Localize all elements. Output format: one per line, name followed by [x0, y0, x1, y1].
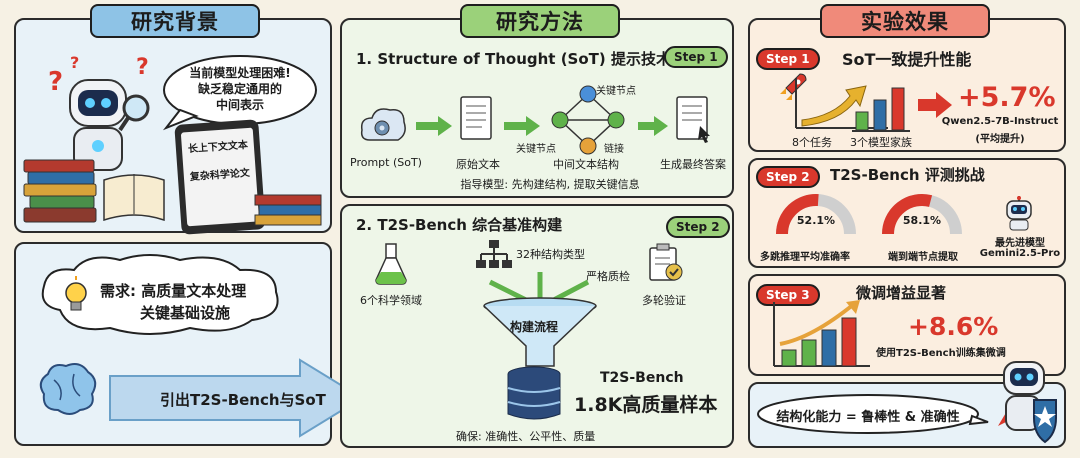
- sot-heading: 1. Structure of Thought (SoT) 提示技术: [356, 50, 671, 68]
- bar-chart-icon: [852, 87, 910, 132]
- result2-step-badge: Step 2: [756, 166, 820, 188]
- funnel-label: 构建流程: [510, 320, 559, 334]
- result3-heading: 微调增益显著: [856, 284, 947, 302]
- brain-icon: [39, 363, 97, 415]
- build-funnel: [483, 272, 597, 367]
- result1-gain: +5.7%: [958, 82, 1056, 113]
- method-title: 研究方法: [460, 4, 620, 38]
- lightbulb-icon: [65, 276, 87, 311]
- speech-line-2: 缺乏稳定通用的: [197, 82, 282, 96]
- gauge1-value: 52.1%: [796, 214, 836, 227]
- gauge2-value: 58.1%: [902, 214, 942, 227]
- growth-bar-chart-icon: [773, 300, 870, 367]
- conclusion-bubble: [757, 394, 989, 434]
- flask-icon: [375, 243, 407, 285]
- lead-arrow-label: 引出T2S-Bench与SoT: [160, 391, 326, 409]
- results-title: 实验效果: [820, 4, 990, 38]
- types-label: 32种结构类型: [516, 248, 585, 261]
- gauge2-fill: [882, 194, 933, 235]
- rise-chart-icon: [795, 78, 888, 129]
- open-book-illustration: [254, 194, 322, 226]
- lead-arrow: [109, 358, 364, 438]
- structure-label: 中间文本结构: [553, 158, 619, 171]
- conclusion-text: 结构化能力 = 鲁棒性 & 准确性: [776, 410, 960, 425]
- key-node-top-label: 关键节点: [596, 86, 636, 97]
- result3-step-badge: Step 3: [756, 284, 820, 306]
- result2-heading: T2S-Bench 评测挑战: [830, 166, 985, 184]
- book-stack-illustration: [23, 159, 165, 223]
- structure-graph-icon: [551, 85, 625, 155]
- prompt-gear-icon: [360, 108, 406, 141]
- arrow-2: [504, 116, 540, 136]
- robot-illustration: ? ? ?: [48, 53, 150, 171]
- sot-step-badge: Step 1: [664, 46, 728, 68]
- gauge2-label: 端到端节点提取: [888, 252, 958, 263]
- families-label: 3个模型家族: [850, 136, 912, 149]
- link-label: 链接: [604, 144, 624, 155]
- need-cloud: [41, 254, 279, 335]
- domains-label: 6个科学领域: [360, 294, 422, 307]
- svg-text:?: ?: [136, 55, 149, 80]
- need-line-1: 需求: 高质量文本处理: [100, 282, 247, 300]
- gauge-multihop: [776, 194, 856, 235]
- gauge-extraction: [882, 194, 962, 235]
- speech-line-3: 中间表示: [215, 98, 264, 112]
- background-title: 研究背景: [90, 4, 260, 38]
- result1-model: Qwen2.5-7B-Instruct: [941, 116, 1059, 127]
- gauge1-label: 多跳推理平均准确率: [760, 252, 850, 263]
- bench-step-badge: Step 2: [666, 216, 730, 238]
- arrow-3: [638, 116, 668, 136]
- gain-arrow-1: [918, 92, 952, 118]
- gauge1-fill: [776, 194, 819, 235]
- result1-model-note: (平均提升): [975, 134, 1025, 145]
- hierarchy-icon: [476, 240, 512, 268]
- verify-label: 多轮验证: [642, 294, 686, 307]
- svg-text:?: ?: [48, 67, 63, 97]
- database-icon: [507, 366, 561, 420]
- speech-bubble: [162, 55, 317, 131]
- result1-step-badge: Step 1: [756, 48, 820, 70]
- raw-text-document-icon: [460, 96, 492, 140]
- svg-text:?: ?: [70, 53, 79, 72]
- arrow-1: [416, 116, 452, 136]
- bench-heading: 2. T2S-Bench 综合基准构建: [356, 216, 563, 234]
- clipboard-check-icon: [649, 243, 683, 281]
- shield-robot-illustration: [998, 361, 1057, 444]
- speech-line-1: 当前模型处理困难!: [189, 66, 291, 80]
- small-robot-icon: [1006, 196, 1032, 231]
- tablet-device: 长上下文文本 复杂科学论文: [174, 119, 266, 235]
- raw-text-label: 原始文本: [456, 158, 500, 171]
- need-line-2: 关键基础设施: [140, 304, 231, 322]
- result3-desc: 使用T2S-Bench训练集微调: [876, 348, 1006, 359]
- ensure-text: 确保: 准确性、公平性、质量: [456, 430, 596, 443]
- tasks-label: 8个任务: [792, 136, 832, 149]
- qc-label: 严格质检: [586, 270, 630, 283]
- db-title: T2S-Bench: [600, 370, 684, 386]
- result3-gain: +8.6%: [908, 312, 999, 341]
- guidance-text: 指导模型: 先构建结构, 提取关键信息: [460, 178, 640, 191]
- answer-document-icon: [676, 96, 710, 143]
- key-node-left-label: 关键节点: [516, 144, 556, 155]
- answer-label: 生成最终答案: [660, 158, 726, 171]
- prompt-label: Prompt (SoT): [350, 156, 422, 169]
- result2-model-line2: Gemini2.5-Pro: [979, 248, 1061, 259]
- db-count: 1.8K高质量样本: [574, 394, 718, 416]
- result1-heading: SoT一致提升性能: [842, 50, 972, 69]
- result2-model-line1: 最先进模型: [995, 238, 1045, 249]
